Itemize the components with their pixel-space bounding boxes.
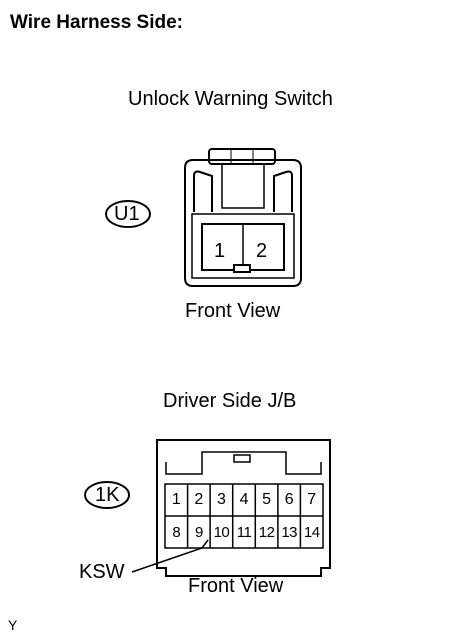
1k-code-label: 1K	[95, 484, 120, 506]
u1-connector-title: Unlock Warning Switch	[128, 88, 333, 110]
u1-view-label: Front View	[185, 300, 281, 322]
u1-latch	[208, 148, 276, 165]
u1-housing	[184, 159, 302, 287]
1k-pin: 10	[213, 523, 230, 541]
footer-code: Y	[8, 617, 18, 633]
1k-pin: 8	[172, 523, 181, 541]
1k-pin: 13	[281, 523, 298, 541]
1k-pin: 5	[262, 491, 272, 508]
1k-connector-title: Driver Side J/B	[163, 390, 297, 412]
1k-pin: 9	[194, 523, 203, 541]
u1-pin-2: 2	[256, 240, 268, 262]
1k-pin: 12	[258, 523, 275, 541]
u1-code-badge	[105, 200, 151, 228]
1k-pin: 7	[307, 491, 317, 508]
ksw-leader-line	[131, 539, 209, 573]
1k-view-label: Front View	[188, 575, 284, 597]
1k-pin: 11	[236, 523, 252, 541]
page-title: Wire Harness Side:	[10, 12, 184, 33]
1k-pin: 3	[216, 491, 226, 508]
u1-code-label: U1	[114, 203, 140, 225]
1k-code-badge	[84, 481, 130, 509]
1k-pin: 4	[239, 491, 249, 508]
1k-pin: 1	[171, 491, 181, 508]
1k-connector-drawing	[156, 439, 331, 577]
1k-pin: 6	[284, 491, 294, 508]
u1-pin-1: 1	[214, 240, 226, 262]
u1-connector-drawing	[184, 148, 302, 287]
1k-pin: 2	[194, 491, 204, 508]
1k-pin: 14	[303, 523, 320, 541]
1k-housing	[156, 439, 331, 577]
ksw-callout: KSW	[79, 561, 125, 583]
